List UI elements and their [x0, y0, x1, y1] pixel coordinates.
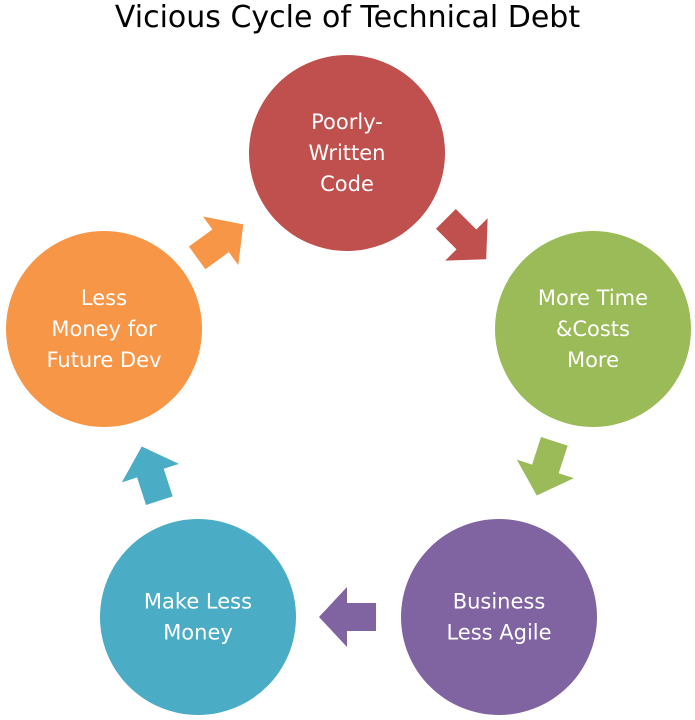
- node-label-poorly-written-code-line-1: Written: [309, 141, 386, 165]
- arrow-icon-poorly-written-code-to-more-time-costs-more: [436, 209, 488, 261]
- arrows-layer: [121, 209, 574, 647]
- node-label-less-money-future-dev-line-1: Money for: [51, 317, 157, 341]
- node-label-make-less-money-line-0: Make Less: [144, 590, 252, 614]
- node-label-less-money-future-dev-line-2: Future Dev: [46, 348, 161, 372]
- node-label-make-less-money-line-1: Money: [163, 621, 233, 645]
- node-label-business-less-agile-line-1: Less Agile: [446, 621, 551, 645]
- arrow-icon-less-money-future-dev-to-poorly-written-code: [188, 216, 244, 270]
- node-label-business-less-agile-line-0: Business: [453, 590, 546, 614]
- node-label-poorly-written-code-line-0: Poorly-: [311, 110, 383, 134]
- arrow-icon-make-less-money-to-less-money-future-dev: [121, 446, 179, 506]
- node-circle-less-money-future-dev: [6, 231, 202, 427]
- node-circle-business-less-agile: [401, 519, 597, 715]
- node-circle-more-time-costs-more: [495, 231, 691, 427]
- node-label-more-time-costs-more-line-1: &Costs: [556, 317, 630, 341]
- node-circle-make-less-money: [100, 519, 296, 715]
- diagram-title: Vicious Cycle of Technical Debt: [114, 0, 581, 35]
- arrow-icon-business-less-agile-to-make-less-money: [319, 587, 376, 647]
- node-circle-poorly-written-code: [249, 55, 445, 251]
- node-label-more-time-costs-more-line-0: More Time: [538, 286, 648, 310]
- node-label-less-money-future-dev-line-0: Less: [81, 286, 127, 310]
- node-label-poorly-written-code-line-2: Code: [320, 172, 374, 196]
- arrow-icon-more-time-costs-more-to-business-less-agile: [516, 436, 574, 496]
- node-label-more-time-costs-more-line-2: More: [567, 348, 619, 372]
